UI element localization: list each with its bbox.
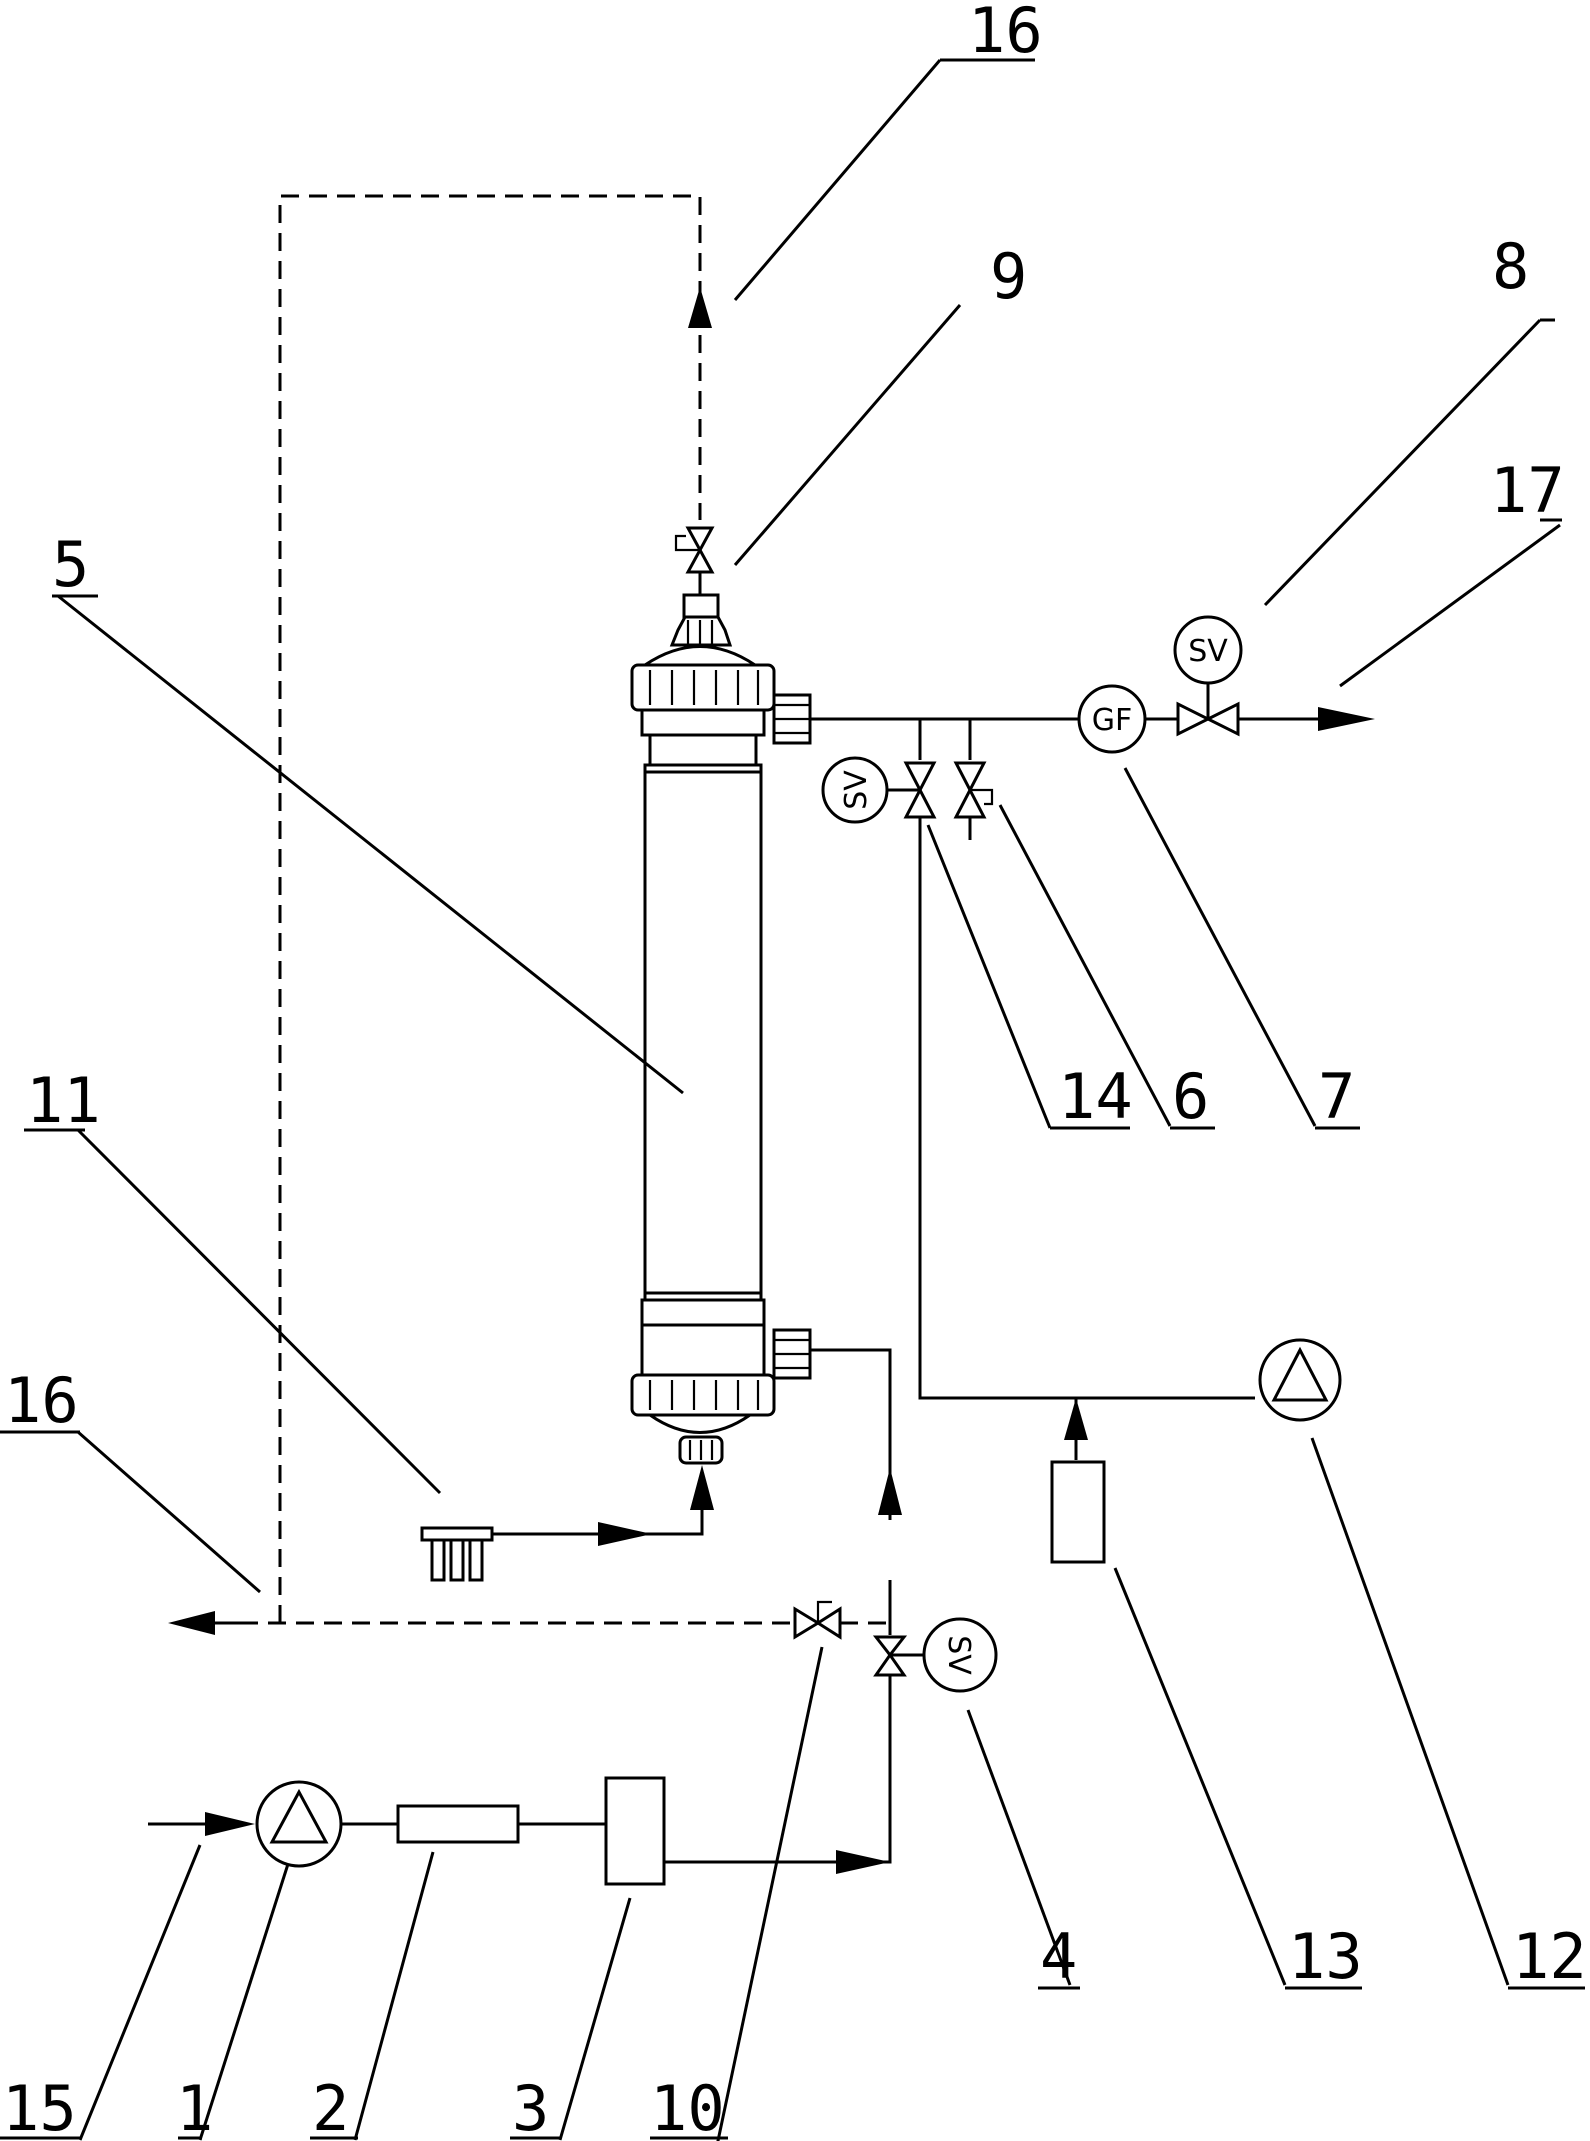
label-8: 8 xyxy=(1492,230,1529,303)
label-underlines xyxy=(0,58,1585,2140)
solenoid-valve-feed xyxy=(872,1617,998,1693)
arrow-right-feed xyxy=(836,1850,890,1874)
label-11: 11 xyxy=(26,1064,101,1137)
solenoid-valve-outlet xyxy=(1173,615,1243,737)
sv-top-symbol-text: SV xyxy=(1188,634,1228,669)
membrane-module xyxy=(630,593,812,1465)
pre-filter xyxy=(396,1804,520,1844)
feed-pump xyxy=(255,1780,343,1868)
sv-mid-symbol-text: SV xyxy=(839,770,874,810)
label-4: 4 xyxy=(1040,1920,1077,1993)
label-5: 5 xyxy=(52,528,89,601)
label-17: 17 xyxy=(1490,454,1565,527)
label-7: 7 xyxy=(1318,1060,1355,1133)
drain-valve xyxy=(793,1600,842,1640)
label-2: 2 xyxy=(312,2072,349,2141)
arrow-left-drain xyxy=(168,1611,215,1635)
label-9: 9 xyxy=(990,240,1027,313)
label-6: 6 xyxy=(1172,1060,1209,1133)
arrow-up-feed-module xyxy=(878,1468,902,1515)
sv-bottom-symbol-text: SV xyxy=(941,1635,976,1675)
flowmeter-gf xyxy=(1077,684,1147,754)
label-14: 14 xyxy=(1058,1060,1133,1133)
aerator xyxy=(420,1505,704,1582)
permeate-line xyxy=(810,717,1325,760)
top-vent-valve xyxy=(674,526,715,595)
label-10: 10 xyxy=(650,2072,725,2141)
dosing-tank xyxy=(1050,1460,1106,1564)
sampling-valve xyxy=(953,761,994,840)
security-filter xyxy=(604,1776,666,1886)
label-1: 1 xyxy=(176,2072,213,2141)
label-12: 12 xyxy=(1512,1920,1587,1993)
feed-line xyxy=(148,1348,892,1864)
leader-lines xyxy=(57,59,1561,2141)
arrow-up-air-inlet xyxy=(690,1465,714,1510)
arrow-right-air xyxy=(598,1522,652,1546)
arrow-right-product-outlet xyxy=(1318,707,1375,731)
arrow-up-top-outlet xyxy=(688,287,712,328)
label-13: 13 xyxy=(1288,1920,1363,1993)
label-16-top: 16 xyxy=(968,0,1043,67)
arrow-up-dosing xyxy=(1064,1398,1088,1440)
backwash-line xyxy=(918,817,1255,1460)
arrow-right-feed-inlet xyxy=(205,1812,255,1836)
label-15: 15 xyxy=(2,2072,77,2141)
label-3: 3 xyxy=(512,2072,549,2141)
solenoid-valve-backwash xyxy=(821,756,937,824)
dashed-recirculation-line xyxy=(240,194,890,1625)
backwash-pump xyxy=(1258,1338,1342,1422)
label-16-left: 16 xyxy=(4,1364,79,1437)
gf-symbol-text: GF xyxy=(1092,703,1133,738)
